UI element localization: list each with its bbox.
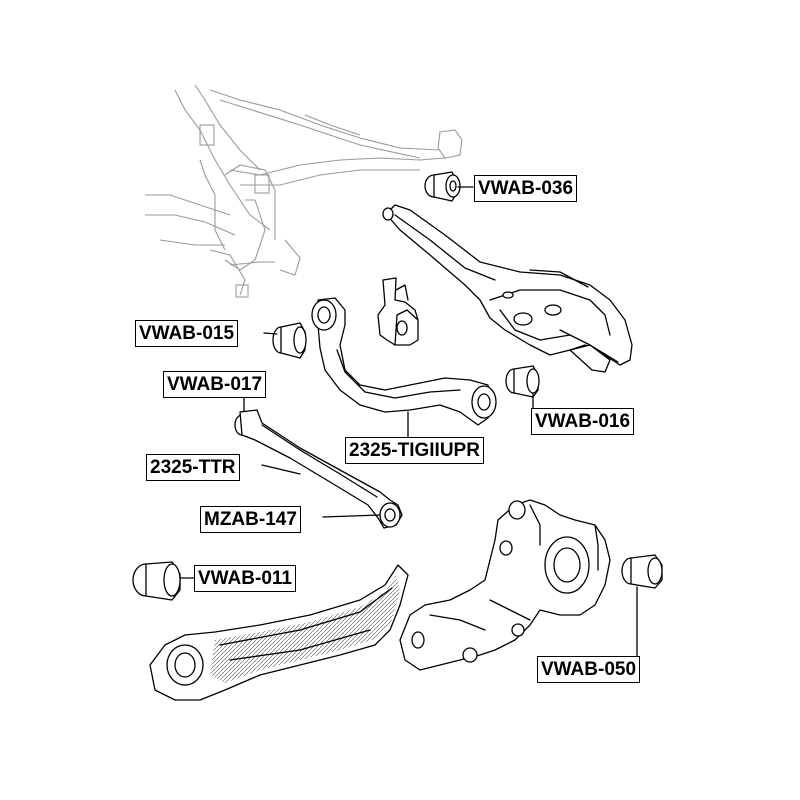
vwab-016-bushing[interactable] — [505, 365, 540, 398]
arm-bracket — [377, 277, 419, 346]
rear-subframe — [145, 84, 463, 298]
label-vwab-036[interactable]: VWAB-036 — [474, 175, 578, 202]
label-vwab-050[interactable]: VWAB-050 — [537, 656, 641, 683]
vwab-015-bushing[interactable] — [272, 322, 307, 359]
label-vwab-016[interactable]: VWAB-016 — [531, 408, 635, 435]
rear-lower-control-arm — [382, 204, 633, 373]
label-mzab-147[interactable]: MZAB-147 — [200, 506, 301, 533]
upper-curved-link — [311, 297, 497, 426]
vwab-036-bushing[interactable] — [424, 171, 461, 202]
label-vwab-011[interactable]: VWAB-011 — [194, 565, 296, 592]
label-2325-ttr[interactable]: 2325-TTR — [146, 454, 240, 481]
trailing-arm — [149, 564, 409, 701]
label-vwab-017[interactable]: VWAB-017 — [163, 371, 267, 398]
vwab-011-bushing[interactable] — [132, 561, 181, 601]
label-vwab-015[interactable]: VWAB-015 — [135, 320, 239, 347]
wheel-knuckle — [399, 499, 611, 671]
label-2325-tigiiupr[interactable]: 2325-TIGIIUPR — [345, 437, 484, 464]
vwab-050-bushing[interactable] — [621, 554, 663, 589]
track-rod — [239, 409, 403, 529]
